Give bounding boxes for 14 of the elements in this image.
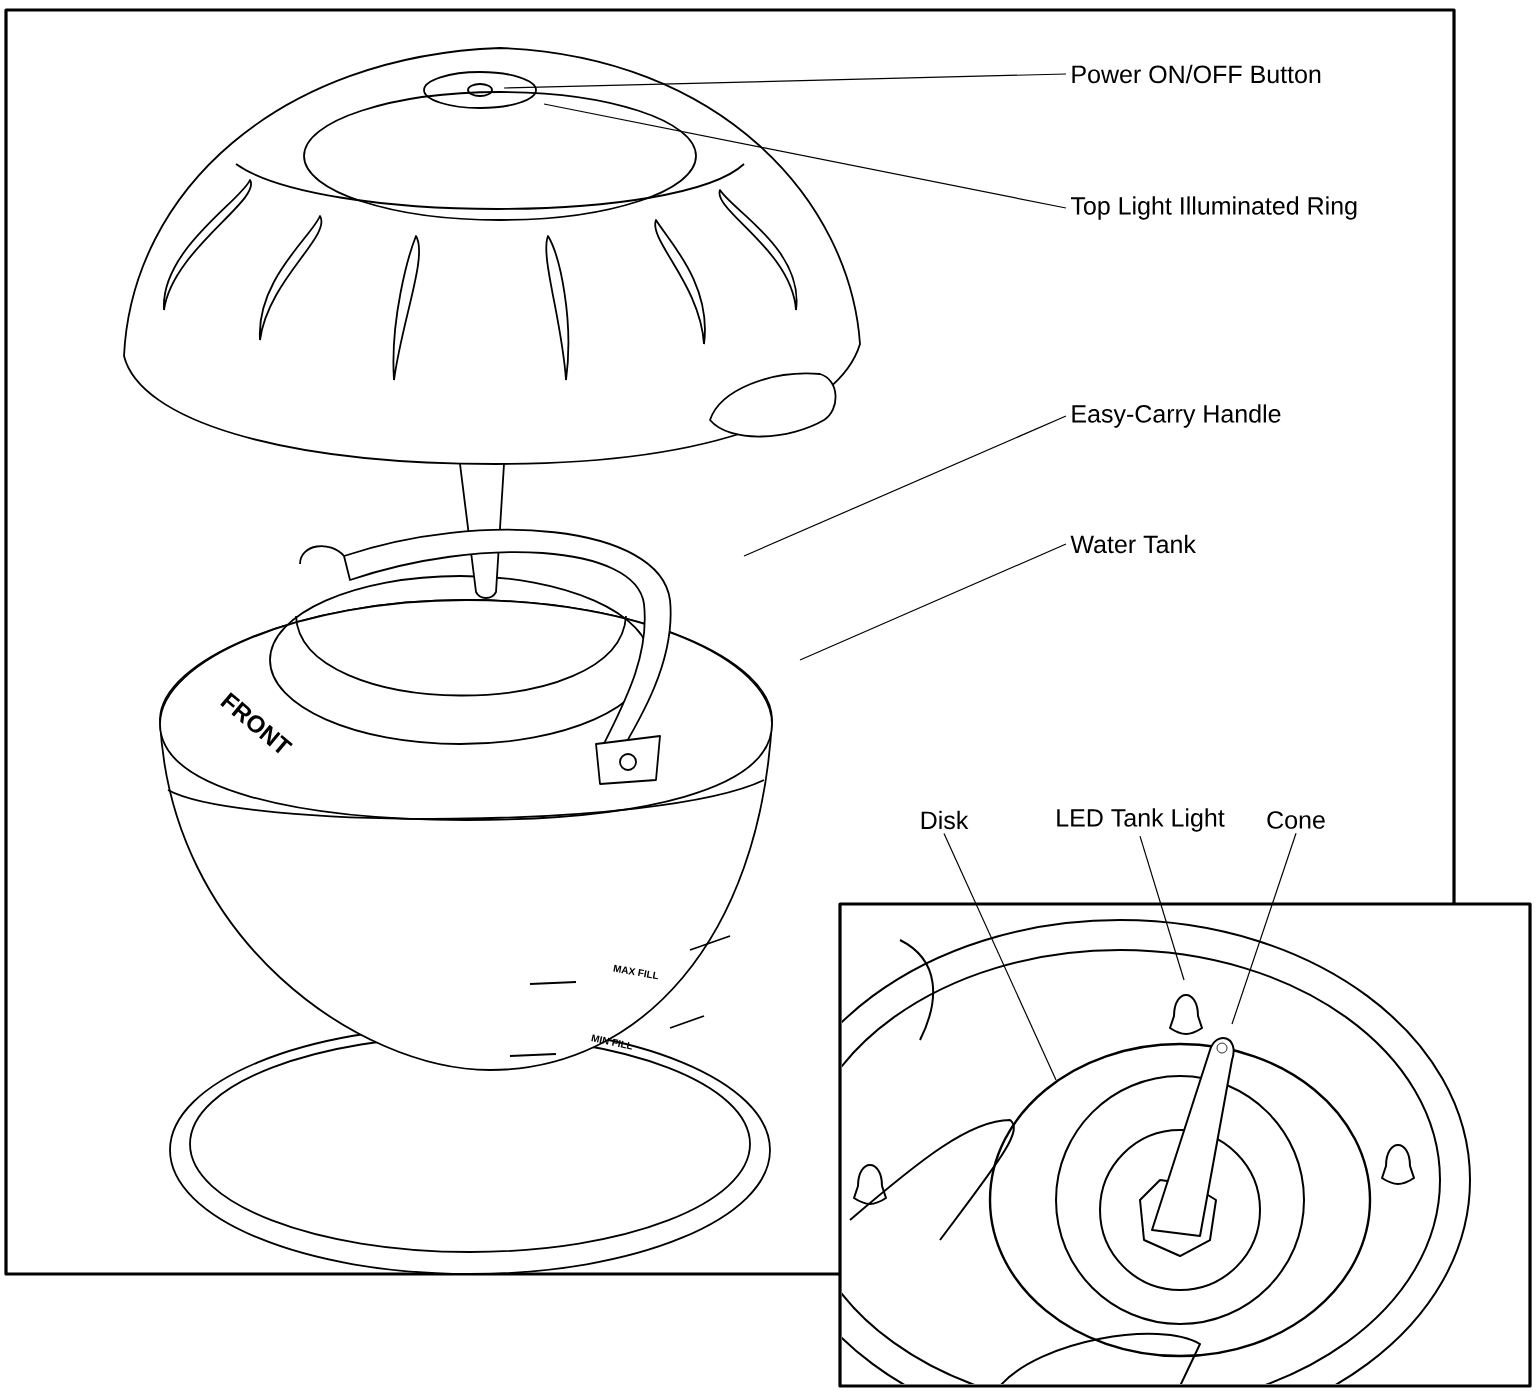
leader-line — [943, 833, 1057, 1081]
callout-label: Water Tank — [1070, 534, 1196, 554]
leader-line — [1231, 832, 1297, 1025]
leader-line — [503, 73, 1067, 89]
callout-label: Cone — [1267, 811, 1325, 829]
leader-line — [743, 415, 1067, 557]
leader-line — [799, 543, 1067, 661]
callout-label: Disk — [921, 810, 969, 830]
callout-label: Easy-Carry Handle — [1072, 404, 1281, 428]
callout-label: Power ON/OFF Button — [1072, 64, 1321, 84]
callout-label: LED Tank Light — [1057, 808, 1225, 832]
leader-line — [543, 103, 1067, 209]
callout-label: Top Light Illuminated Ring — [1070, 196, 1357, 220]
leader-line — [1139, 835, 1185, 981]
